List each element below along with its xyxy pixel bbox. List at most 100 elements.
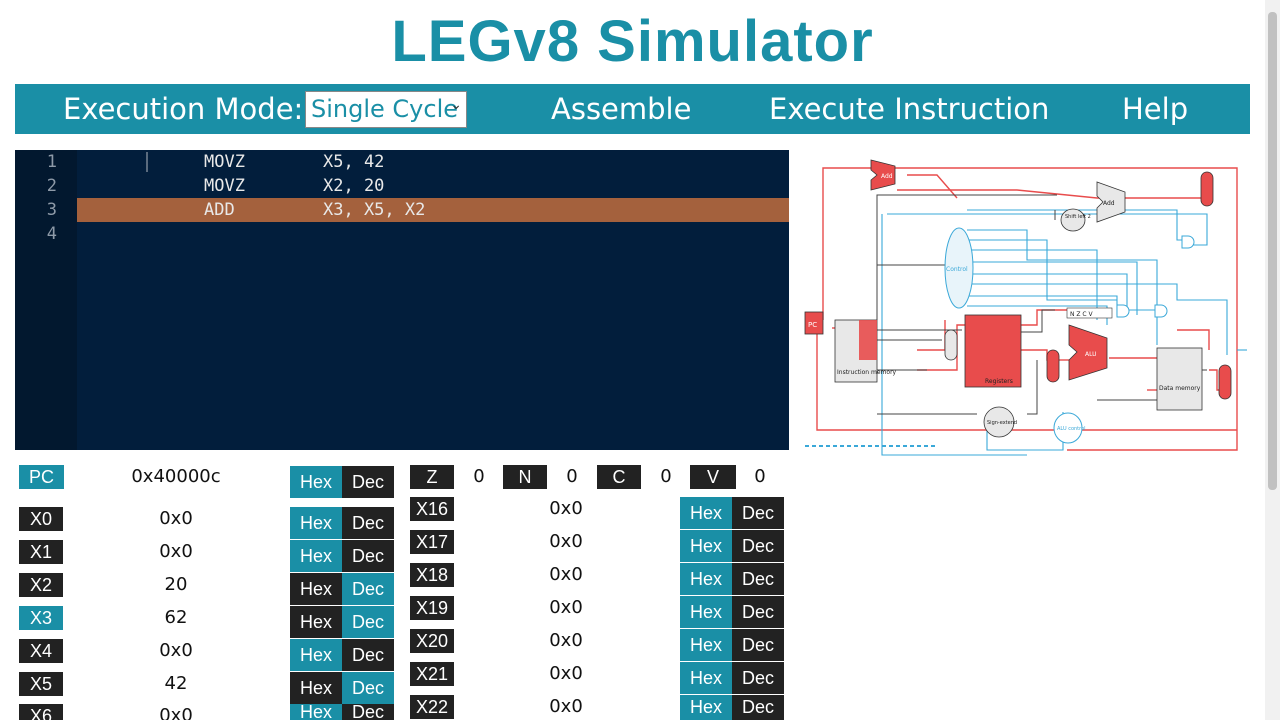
register-label-x16: X16	[410, 497, 454, 521]
hex-button[interactable]: Hex	[290, 466, 342, 498]
execution-mode-label: Execution Mode:	[63, 92, 304, 126]
register-value-x4: 0x0	[159, 640, 193, 661]
pc-register-label: PC	[19, 465, 64, 489]
dec-button[interactable]: Dec	[732, 563, 784, 595]
register-format-toggle-x17[interactable]: Hex Dec	[680, 530, 784, 562]
register-format-toggle-x22[interactable]: Hex Dec	[680, 695, 784, 720]
register-value-x2: 20	[164, 574, 188, 595]
pc-format-toggle[interactable]: Hex Dec	[290, 466, 394, 498]
page-scrollbar[interactable]	[1265, 0, 1280, 720]
line-number: 3	[46, 200, 57, 220]
toolbar: Execution Mode: Single Cycle ⌄ Assemble …	[15, 84, 1250, 134]
hex-button[interactable]: Hex	[680, 530, 732, 562]
register-format-toggle-x16[interactable]: Hex Dec	[680, 497, 784, 529]
register-format-toggle-x20[interactable]: Hex Dec	[680, 629, 784, 661]
line-number: 4	[46, 224, 57, 244]
register-value-x18: 0x0	[549, 564, 583, 585]
diagram-alu-control-label: ALU control	[1057, 426, 1086, 432]
register-value-x22: 0x0	[549, 696, 583, 717]
register-label-x19: X19	[410, 596, 454, 620]
register-format-toggle-x6[interactable]: Hex Dec	[290, 704, 394, 720]
hex-button[interactable]: Hex	[680, 629, 732, 661]
register-label-x2: X2	[19, 573, 63, 597]
dec-button[interactable]: Dec	[342, 606, 394, 638]
dec-button[interactable]: Dec	[342, 573, 394, 605]
dec-button[interactable]: Dec	[342, 466, 394, 498]
register-label-x3: X3	[19, 606, 63, 630]
diagram-add-label: Add	[1103, 200, 1115, 207]
hex-button[interactable]: Hex	[680, 497, 732, 529]
register-format-toggle-x5[interactable]: Hex Dec	[290, 672, 394, 704]
code-line-1[interactable]: 1 MOVZ X5, 42	[15, 150, 789, 174]
svg-text:N Z C V: N Z C V	[1070, 311, 1094, 318]
register-value-x16: 0x0	[549, 498, 583, 519]
register-format-toggle-x1[interactable]: Hex Dec	[290, 540, 394, 572]
dec-button[interactable]: Dec	[732, 662, 784, 694]
register-label-x1: X1	[19, 540, 63, 564]
diagram-instruction-memory-label: Instruction memory	[837, 369, 897, 376]
register-label-x17: X17	[410, 530, 454, 554]
register-label-x20: X20	[410, 629, 454, 653]
hex-button[interactable]: Hex	[290, 540, 342, 572]
instruction-operands: X3, X5, X2	[323, 200, 426, 220]
register-value-x3: 62	[164, 607, 188, 628]
hex-button[interactable]: Hex	[290, 606, 342, 638]
dec-button[interactable]: Dec	[342, 672, 394, 704]
code-editor[interactable]: 1 MOVZ X5, 42 2 MOVZ X2, 20 3 ADD X3, X5…	[15, 150, 789, 450]
help-button[interactable]: Help	[1122, 92, 1189, 126]
dec-button[interactable]: Dec	[342, 704, 394, 720]
register-format-toggle-x3[interactable]: Hex Dec	[290, 606, 394, 638]
code-line-2[interactable]: 2 MOVZ X2, 20	[15, 174, 789, 198]
flag-v-value: 0	[754, 466, 766, 487]
instruction-opcode: ADD	[204, 200, 235, 220]
line-gutter	[15, 150, 77, 450]
dec-button[interactable]: Dec	[732, 629, 784, 661]
register-format-toggle-x19[interactable]: Hex Dec	[680, 596, 784, 628]
register-format-toggle-x18[interactable]: Hex Dec	[680, 563, 784, 595]
register-value-x5: 42	[164, 673, 188, 694]
diagram-registers-label: Registers	[985, 378, 1013, 385]
scrollbar-thumb[interactable]	[1268, 12, 1277, 490]
flag-n-label: N	[503, 465, 547, 489]
code-line-4[interactable]: 4	[15, 222, 789, 246]
assemble-button[interactable]: Assemble	[551, 92, 692, 126]
hex-button[interactable]: Hex	[290, 639, 342, 671]
instruction-operands: X5, 42	[323, 152, 385, 172]
dec-button[interactable]: Dec	[342, 507, 394, 539]
hex-button[interactable]: Hex	[680, 662, 732, 694]
register-format-toggle-x21[interactable]: Hex Dec	[680, 662, 784, 694]
execution-mode-select[interactable]: Single Cycle ⌄	[305, 91, 467, 128]
dec-button[interactable]: Dec	[732, 530, 784, 562]
execute-instruction-button[interactable]: Execute Instruction	[769, 92, 1050, 126]
flag-v-label: V	[690, 465, 736, 489]
register-value-x1: 0x0	[159, 541, 193, 562]
svg-text:Add: Add	[881, 173, 893, 180]
diagram-data-memory-label: Data memory	[1159, 385, 1201, 392]
flag-z-value: 0	[473, 466, 485, 487]
hex-button[interactable]: Hex	[290, 704, 342, 720]
register-label-x18: X18	[410, 563, 454, 587]
register-format-toggle-x2[interactable]: Hex Dec	[290, 573, 394, 605]
flag-c-label: C	[597, 465, 641, 489]
hex-button[interactable]: Hex	[680, 695, 732, 720]
register-format-toggle-x0[interactable]: Hex Dec	[290, 507, 394, 539]
dec-button[interactable]: Dec	[342, 639, 394, 671]
dec-button[interactable]: Dec	[732, 596, 784, 628]
line-number: 1	[46, 152, 57, 172]
hex-button[interactable]: Hex	[290, 672, 342, 704]
hex-button[interactable]: Hex	[290, 573, 342, 605]
hex-button[interactable]: Hex	[680, 563, 732, 595]
register-label-x21: X21	[410, 662, 454, 686]
dec-button[interactable]: Dec	[732, 497, 784, 529]
diagram-sign-extend-label: Sign-extend	[987, 420, 1017, 426]
dec-button[interactable]: Dec	[732, 695, 784, 720]
pc-register-value: 0x40000c	[131, 466, 221, 487]
instruction-opcode: MOVZ	[204, 176, 245, 196]
dec-button[interactable]: Dec	[342, 540, 394, 572]
hex-button[interactable]: Hex	[290, 507, 342, 539]
hex-button[interactable]: Hex	[680, 596, 732, 628]
register-format-toggle-x4[interactable]: Hex Dec	[290, 639, 394, 671]
text-cursor	[146, 152, 148, 172]
diagram-alu-label: ALU	[1085, 351, 1097, 358]
code-line-3-current[interactable]: 3 ADD X3, X5, X2	[15, 198, 789, 222]
